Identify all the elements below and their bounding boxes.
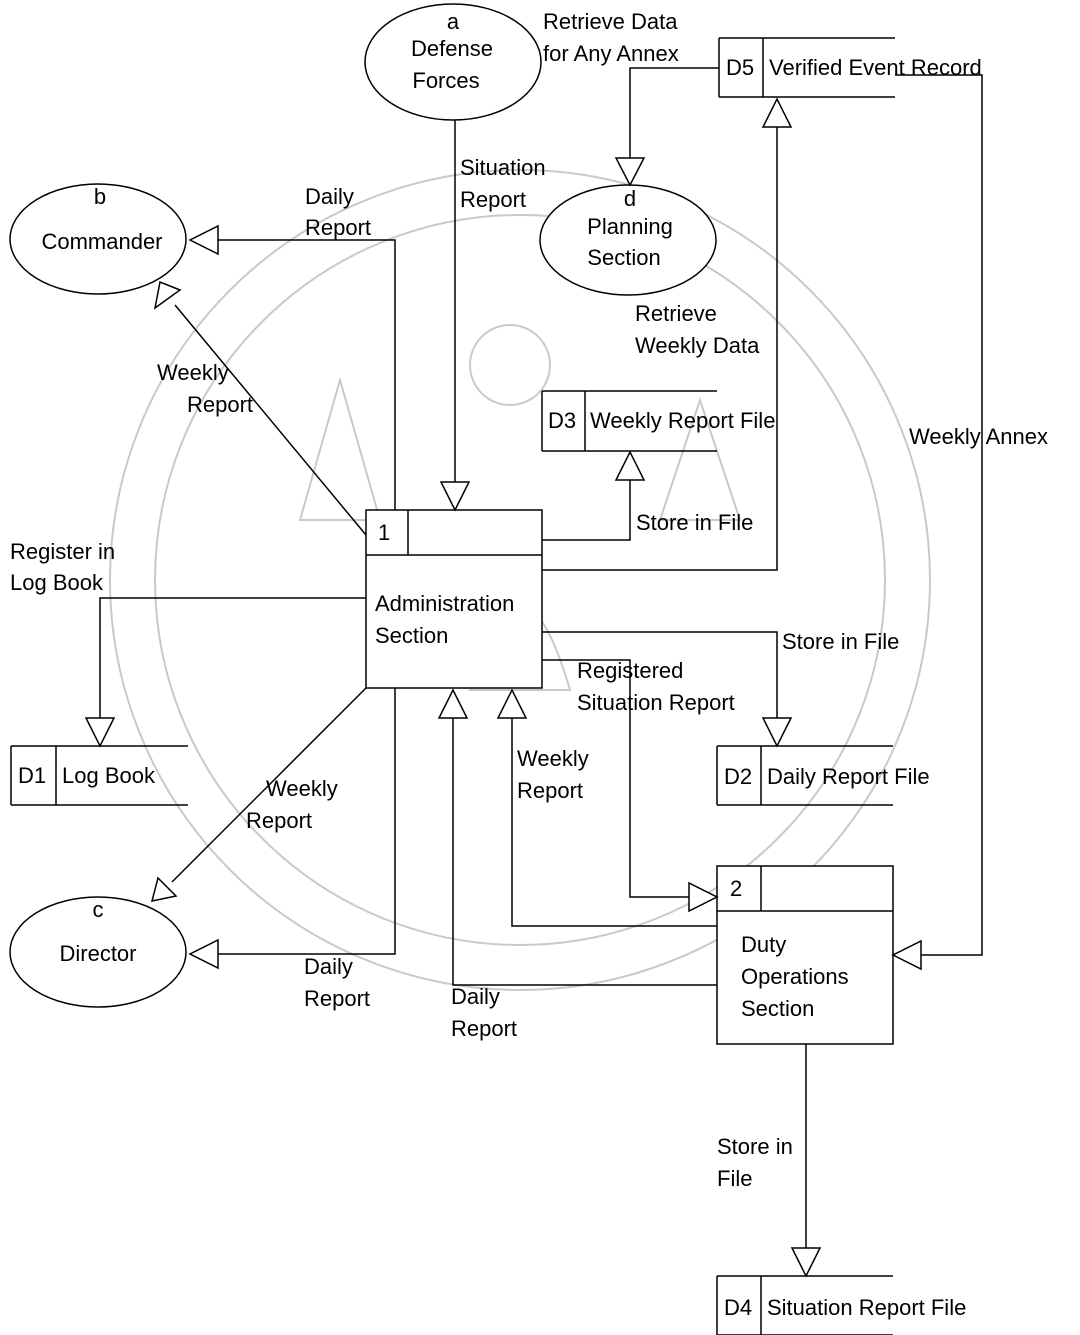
flow-register-in-log-book: Register in Log Book [10,539,366,748]
flow-situation-report: Situation Report [439,120,546,512]
store-d4-situation-report-file: D4 Situation Report File [716,1275,966,1335]
flow-label: Retrieve Data [543,9,678,34]
flow-label: Situation [460,155,546,180]
flow-label: File [717,1166,752,1191]
process-duty-operations-section: 2 Duty Operations Section [716,865,894,1045]
store-name: Verified Event Record [769,55,982,80]
store-d1-log-book: D1 Log Book [10,745,188,806]
flow-weekly-report-duty: Weekly Report [496,688,717,927]
flow-daily-report-duty: Daily Report [437,688,717,1041]
store-name: Weekly Report File [590,408,775,433]
entity-letter: a [447,9,460,34]
entity-defense-forces: a Defense Forces [364,3,542,121]
store-d2-daily-report-file: D2 Daily Report File [716,745,930,806]
store-d3-weekly-report-file: D3 Weekly Report File [541,390,775,452]
flow-label: Report [460,187,526,212]
process-number: 1 [378,520,390,545]
entity-planning-section: d Planning Section [539,184,717,296]
process-number: 2 [730,876,742,901]
store-d5-verified-event-record: D5 Verified Event Record [718,37,982,98]
flow-label: Report [451,1016,517,1041]
flow-store-in-file-d2: Store in File [542,629,899,748]
process-name: Administration [375,591,514,616]
flow-registered-situation-report: Registered Situation Report [542,658,735,913]
flow-daily-report-director: Daily Report [188,688,396,1011]
flow-label: Log Book [10,570,104,595]
flow-label: Store in File [636,510,753,535]
flow-label: for Any Annex [543,41,679,66]
flow-store-in-file-d3: Store in File [542,450,753,541]
store-name: Daily Report File [767,764,930,789]
flow-label: Report [187,392,253,417]
entity-commander: b Commander [9,183,187,295]
process-name: Section [741,996,814,1021]
store-name: Log Book [62,763,156,788]
flow-weekly-annex: Weekly Annex [891,74,1048,971]
flow-label: Daily [305,184,354,209]
flow-label: Weekly Data [635,333,760,358]
flow-label: Situation Report [577,690,735,715]
flow-label: Weekly Annex [909,424,1048,449]
store-id: D4 [724,1295,752,1320]
process-administration-section: 1 Administration Section [365,509,543,689]
flow-weekly-report-commander: Weekly Report [153,280,367,536]
store-id: D3 [548,408,576,433]
flow-label: Store in [717,1134,793,1159]
flow-label: Daily [451,984,500,1009]
process-name: Duty [741,932,786,957]
flow-label: Store in File [782,629,899,654]
entity-name: Section [587,245,660,270]
flow-retrieve-weekly-data: Retrieve Weekly Data [635,301,760,358]
flow-store-in-file-d4: Store in File [717,1044,822,1278]
entity-name: Forces [412,68,479,93]
flow-daily-report-commander: Daily Report [188,184,396,510]
entity-letter: c [93,897,104,922]
flow-label: Weekly [157,360,229,385]
entity-name: Planning [587,214,673,239]
flow-weekly-report-director: Weekly Report [150,687,367,902]
flow-label: Weekly [266,776,338,801]
flow-label: Report [305,215,371,240]
flow-label: Report [517,778,583,803]
store-id: D2 [724,764,752,789]
flow-admin-to-d5 [542,97,793,571]
process-name: Section [375,623,448,648]
store-id: D1 [18,763,46,788]
flow-label: Daily [304,954,353,979]
flow-label: Weekly [517,746,589,771]
flow-label: Report [246,808,312,833]
store-name: Situation Report File [767,1295,966,1320]
flow-retrieve-data-for-any-annex: Retrieve Data for Any Annex [543,9,719,187]
flow-label: Registered [577,658,683,683]
store-id: D5 [726,55,754,80]
entity-letter: b [94,184,106,209]
entity-letter: d [624,186,636,211]
entity-name: Defense [411,36,493,61]
flow-label: Report [304,986,370,1011]
flow-label: Retrieve [635,301,717,326]
flow-label: Register in [10,539,115,564]
entity-director: c Director [9,896,187,1008]
entity-name: Commander [41,229,162,254]
entity-name: Director [59,941,136,966]
process-name: Operations [741,964,849,989]
